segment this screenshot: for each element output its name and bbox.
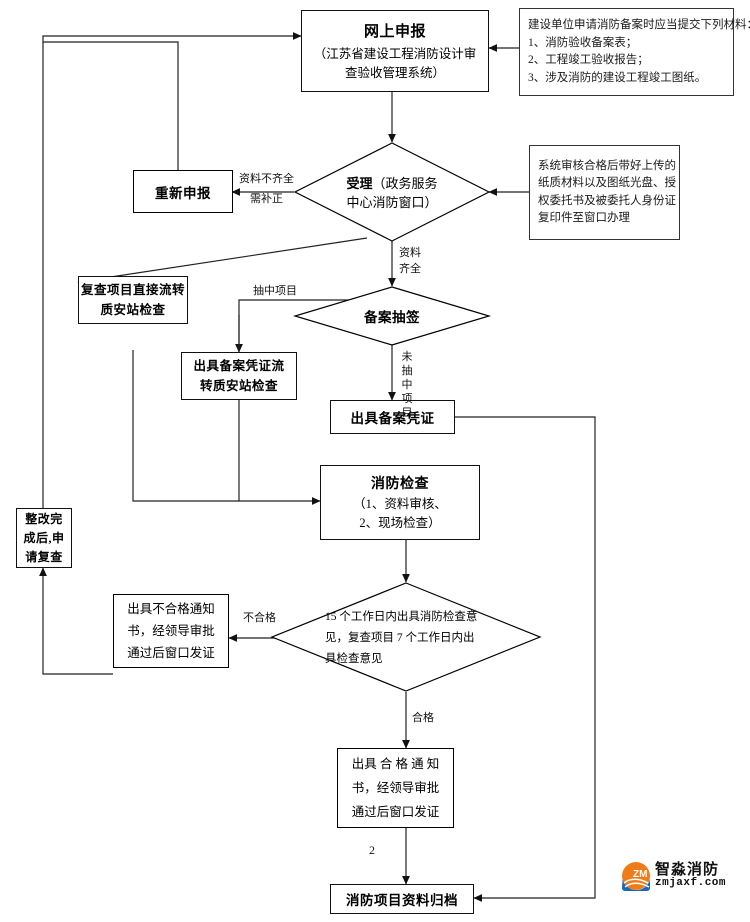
issue-cert-label: 出具备案凭证 (350, 411, 435, 426)
rectify-line2: 成后,申 (23, 530, 65, 545)
fail-notice-line3: 通过后窗口发证 (127, 646, 215, 660)
window-procedure-line4: 复印件至窗口办理 (538, 212, 630, 224)
issue-cert-transfer-line2: 转质安站检查 (199, 379, 278, 393)
note-window-procedure: 系统审核合格后带好上传的 纸质材料以及图纸光盘、授 权委托书及被委托人身份证 复… (529, 145, 680, 240)
recheck-transfer-line1: 复查项目直接流转 (80, 283, 185, 297)
edge-label-incomplete-1: 资料不齐全 (239, 173, 294, 185)
edge-label-complete-2: 齐全 (399, 263, 421, 275)
logo-website: zmjaxf.com (655, 877, 727, 890)
recheck-transfer-line2: 质安站检查 (100, 303, 166, 317)
accept-line2: 中心消防窗口） (346, 194, 438, 210)
required-materials-line2: 1、消防验收备案表； (528, 36, 638, 49)
edge-label-pass: 合格 (412, 712, 434, 724)
edge-label-incomplete-2: 需补正 (250, 193, 283, 205)
window-procedure-line3: 权委托书及被委托人身份证 (538, 194, 676, 207)
edge-label-fail: 不合格 (243, 612, 276, 624)
node-accept[interactable]: 受理（政务服务 中心消防窗口） (310, 170, 474, 216)
resubmit-label: 重新申报 (155, 185, 211, 201)
rectify-line1: 整改完 (25, 511, 63, 526)
archive-label: 消防项目资料归档 (346, 893, 458, 908)
deadline-line2: 见，复查项目 7 个工作日内出 (325, 631, 475, 644)
window-procedure-line1: 系统审核合格后带好上传的 (538, 159, 676, 172)
fire-inspection-title: 消防检查 (371, 476, 429, 492)
fire-inspection-line2: 2、现场检查） (359, 515, 441, 530)
node-rectify-recheck[interactable]: 整改完 成后,申 请复查 (16, 508, 72, 568)
online-application-title: 网上申报 (363, 23, 426, 40)
fail-notice-line1: 出具不合格通知 (127, 602, 215, 616)
online-application-line2: （江苏省建设工程消防设计审 (313, 46, 477, 61)
pass-notice-line1: 出具 合 格 通 知 (351, 757, 440, 771)
edge-label-two: 2 (369, 843, 375, 857)
node-archive[interactable]: 消防项目资料归档 (330, 884, 474, 914)
edge-label-complete-1: 资料 (399, 247, 421, 259)
node-recheck-transfer[interactable]: 复查项目直接流转 质安站检查 (78, 276, 188, 324)
pass-notice-line2: 书，经领导审批 (351, 781, 440, 795)
issue-cert-transfer-line1: 出具备案凭证流 (193, 359, 285, 373)
node-online-application[interactable]: 网上申报 （江苏省建设工程消防设计审 查验收管理系统） (301, 10, 489, 92)
note-required-materials: 建设单位申请消防备案时应当提交下列材料： 1、消防验收备案表； 2、工程竣工验收… (519, 8, 750, 96)
site-logo: ZM 智淼消防 zmjaxf.com (621, 861, 726, 891)
window-procedure-line2: 纸质材料以及图纸光盘、授 (538, 177, 676, 189)
node-fail-notice[interactable]: 出具不合格通知 书，经领导审批 通过后窗口发证 (113, 594, 229, 668)
node-inspection-deadline: 15 个工作日内出具消防检查意 见，复查项目 7 个工作日内出 具检查意见 (325, 607, 515, 669)
deadline-line3: 具检查意见 (325, 652, 383, 665)
edge-label-drawn: 抽中项目 (253, 285, 297, 297)
lottery-label: 备案抽签 (364, 310, 420, 325)
required-materials-line4: 3、涉及消防的建设工程竣工图纸。 (528, 71, 707, 84)
deadline-line1: 15 个工作日内出具消防检查意 (325, 610, 478, 623)
online-application-line3: 查验收管理系统） (344, 65, 445, 80)
shape-deadline-diamond (270, 582, 542, 692)
required-materials-line1: 建设单位申请消防备案时应当提交下列材料： (528, 19, 750, 31)
edge-label-not-drawn: 未抽中项目 (401, 351, 413, 419)
node-resubmit[interactable]: 重新申报 (133, 170, 233, 213)
fail-notice-line2: 书，经领导审批 (127, 624, 215, 638)
pass-notice-line3: 通过后窗口发证 (351, 805, 440, 819)
logo-company-name: 智淼消防 (655, 861, 720, 879)
shape-lottery-diamond (292, 286, 492, 346)
node-pass-notice[interactable]: 出具 合 格 通 知 书，经领导审批 通过后窗口发证 (337, 748, 454, 828)
fire-inspection-line1: （1、资料审核、 (353, 496, 447, 511)
accept-subtitle: （政务服务 (372, 175, 438, 191)
logo-mark-icon: ZM (622, 862, 650, 891)
node-fire-inspection[interactable]: 消防检查 （1、资料审核、 2、现场检查） (320, 465, 480, 540)
rectify-line3: 请复查 (25, 549, 63, 564)
required-materials-line3: 2、工程竣工验收报告； (528, 54, 649, 66)
node-issue-cert[interactable]: 出具备案凭证 (330, 400, 455, 434)
node-lottery[interactable]: 备案抽签 (340, 306, 444, 326)
node-issue-cert-transfer[interactable]: 出具备案凭证流 转质安站检查 (181, 352, 297, 400)
accept-title: 受理 (346, 175, 373, 191)
svg-text:ZM: ZM (633, 869, 647, 880)
shape-accept-diamond (293, 142, 491, 242)
